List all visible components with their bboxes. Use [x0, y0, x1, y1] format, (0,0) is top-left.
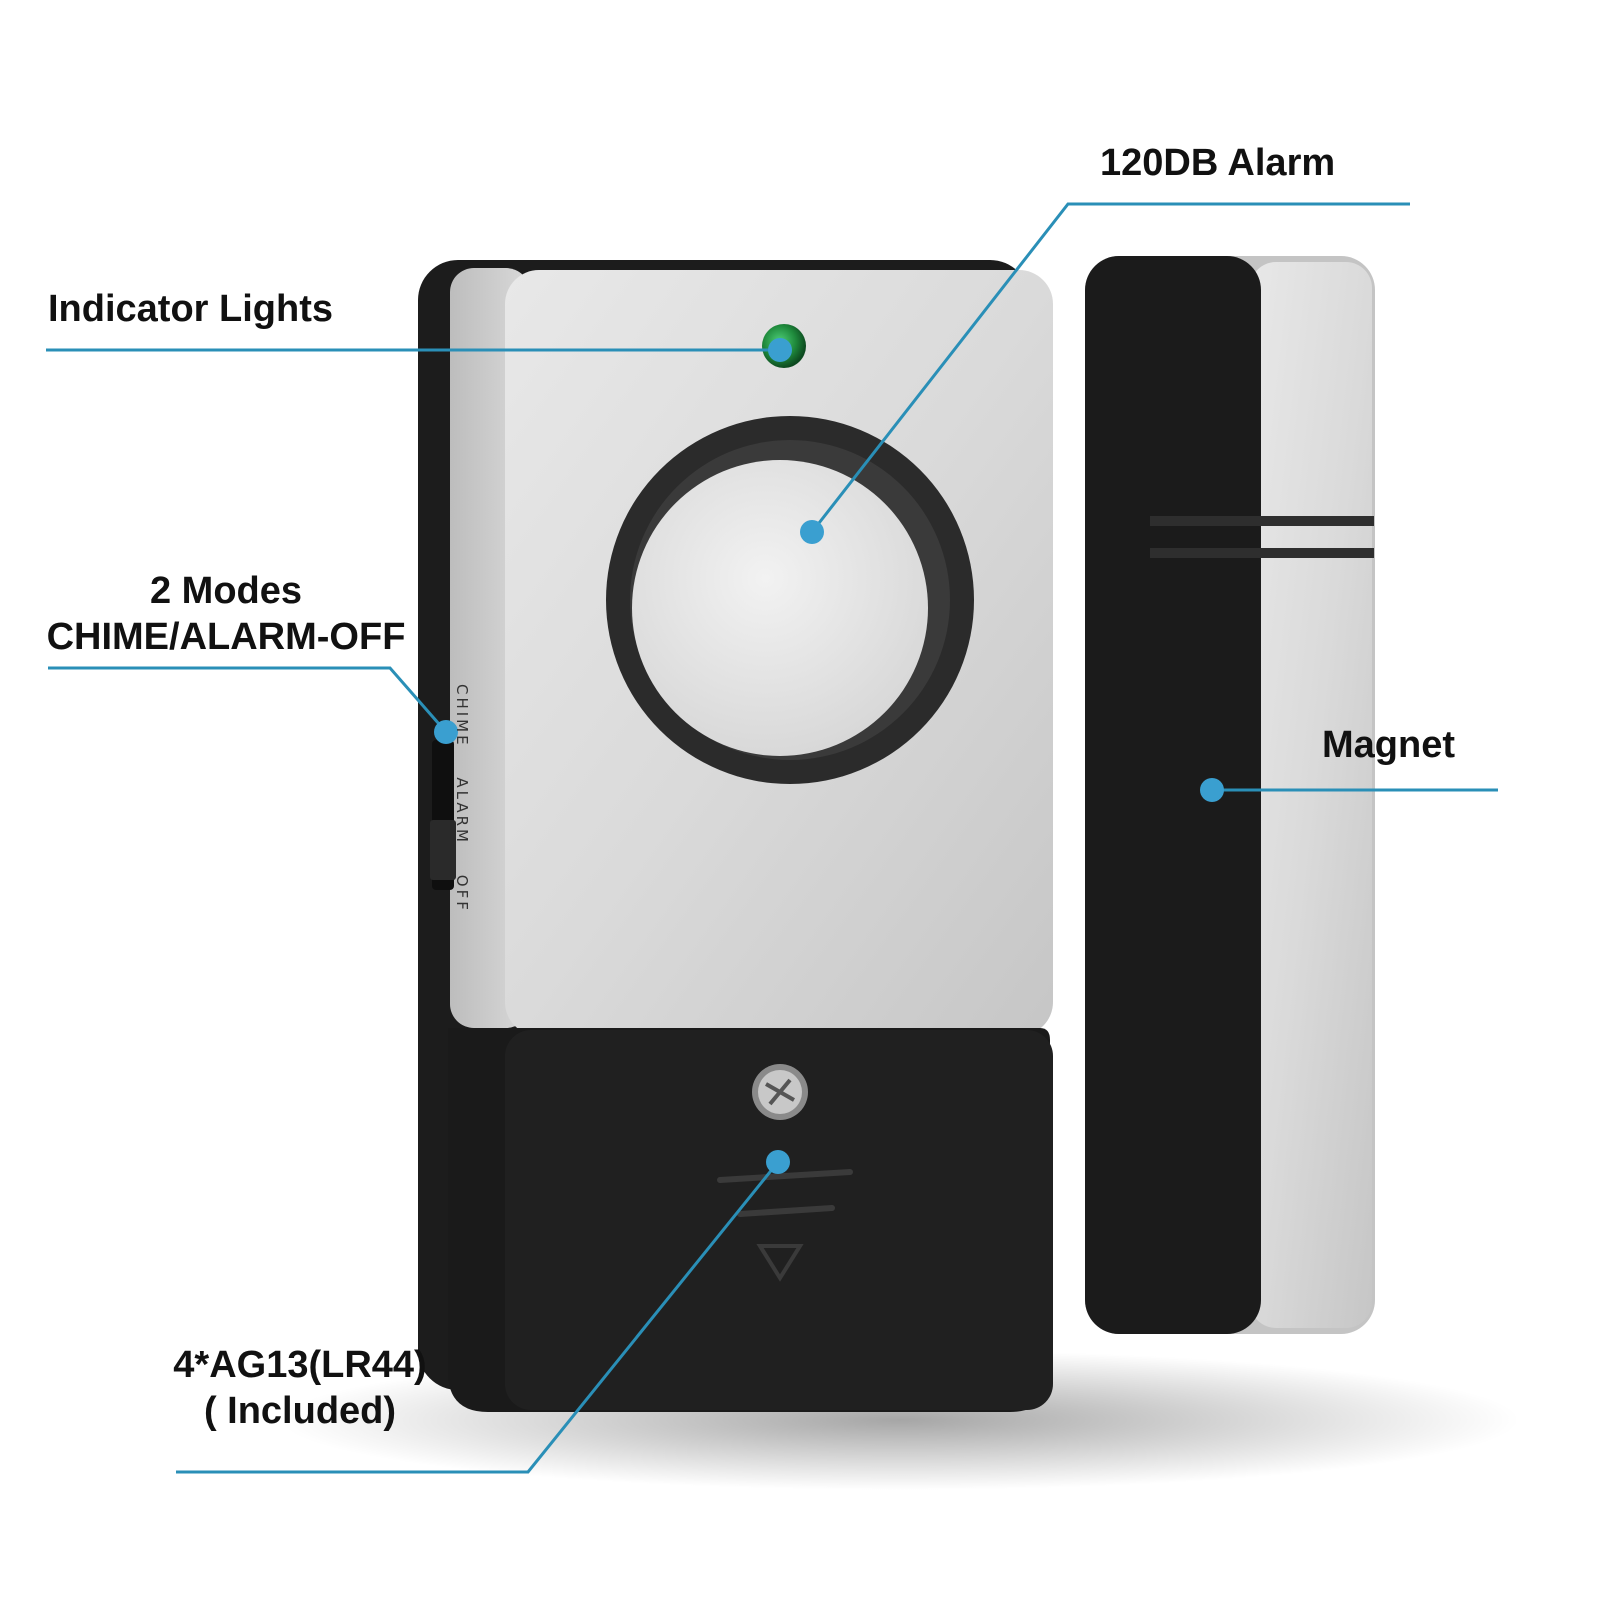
callout-dot-modes — [434, 720, 458, 744]
callout-dots — [434, 338, 1224, 1174]
label-modes-line1: 2 Modes — [149, 570, 303, 612]
mode-switch-knob — [430, 820, 456, 880]
callout-dot-alarm — [800, 520, 824, 544]
label-modes-line2: CHIME/ALARM-OFF — [46, 616, 406, 658]
magnet-groove — [1150, 516, 1374, 526]
label-120db-alarm: 120DB Alarm — [1100, 142, 1336, 184]
callout-dot-magnet — [1200, 778, 1224, 802]
switch-mode-labels: CHIME ALARM OFF — [453, 684, 471, 935]
callout-lines — [46, 202, 1498, 1474]
battery-cover — [505, 1030, 1053, 1410]
screw-icon — [752, 1064, 808, 1120]
label-battery-line1: 4*AG13(LR44) — [173, 1344, 427, 1386]
callout-dot-indicator — [768, 338, 792, 362]
battery-cover-arrow-icon — [717, 1169, 853, 1282]
magnet-silver-face — [1250, 262, 1372, 1328]
magnet-black-face — [1085, 256, 1261, 1334]
callout-line-alarm — [810, 202, 1410, 533]
callout-line-battery — [176, 1161, 780, 1474]
label-battery: 4*AG13(LR44) ( Included) — [160, 1342, 440, 1434]
switch-label-chime: CHIME — [453, 684, 471, 748]
callout-dot-battery — [766, 1150, 790, 1174]
switch-label-off: OFF — [453, 874, 471, 913]
label-modes: 2 Modes CHIME/ALARM-OFF — [36, 568, 416, 660]
magnet-unit — [1085, 256, 1375, 1334]
callout-line-modes — [48, 666, 448, 733]
switch-label-alarm: ALARM — [453, 777, 471, 845]
magnet-groove — [1150, 548, 1374, 558]
label-magnet: Magnet — [1322, 724, 1455, 766]
label-indicator-lights: Indicator Lights — [48, 288, 333, 330]
alarm-button — [632, 460, 928, 756]
label-battery-line2: ( Included) — [203, 1390, 397, 1432]
alarm-unit — [418, 260, 1053, 1412]
